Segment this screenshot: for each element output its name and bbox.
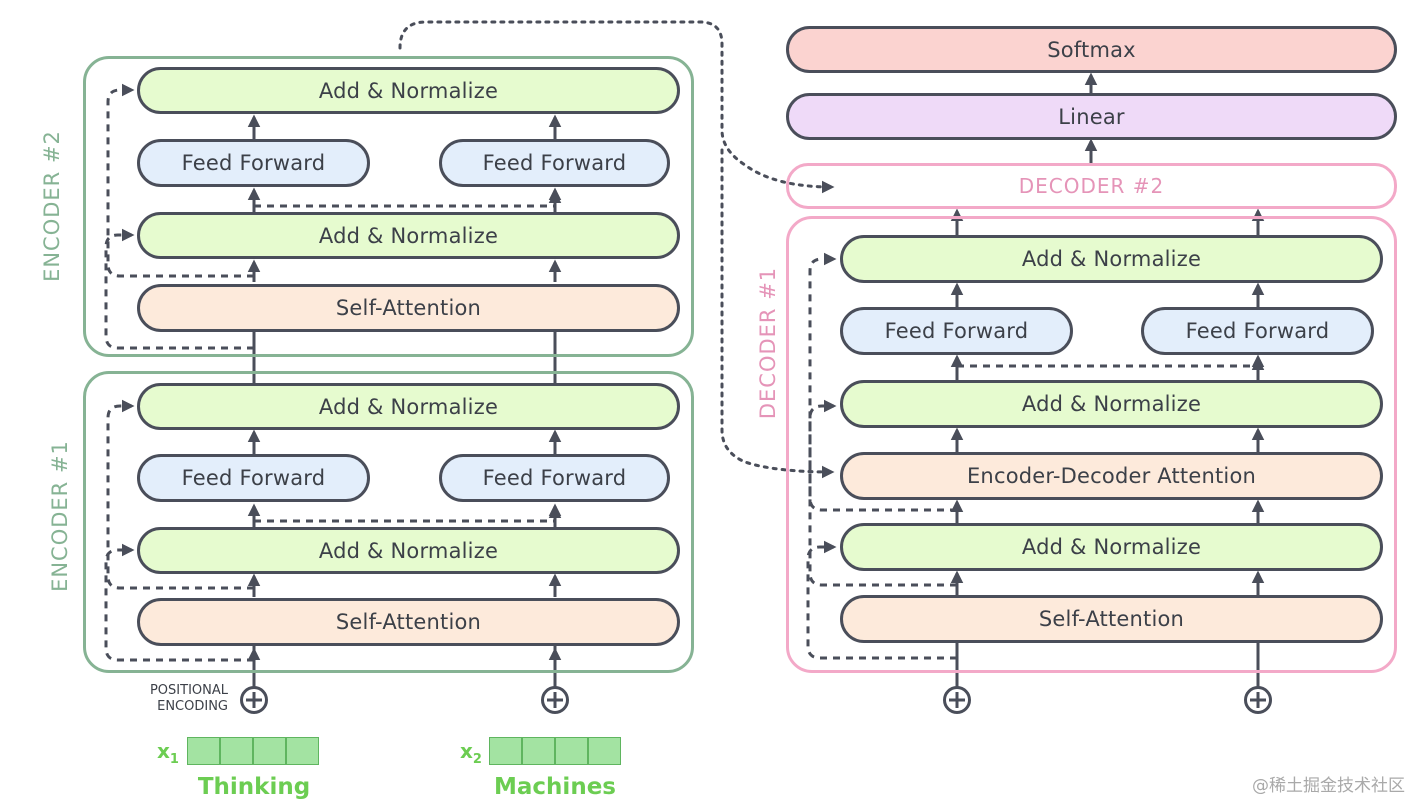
encoder-2-label: ENCODER #2 [40,130,64,282]
watermark: @稀土掘金技术社区 [1252,776,1405,796]
word-thinking: Thinking [197,774,311,800]
x2-label: x2 [460,739,482,767]
encoder-2-add-normalize-top: Add & Normalize [137,67,680,114]
decoder-1-add-normalize-bottom: Add & Normalize [840,523,1383,571]
decoder-1-add-normalize-mid: Add & Normalize [840,380,1383,428]
encoder-2-feed-forward-right: Feed Forward [439,139,670,187]
encoder-1-label: ENCODER #1 [48,440,72,592]
decoder-1-self-attention: Self-Attention [840,595,1383,643]
residual-dashed-arrows [104,83,1265,662]
encoder-1-add-normalize-top: Add & Normalize [137,383,680,430]
x2-embedding-vector [489,737,621,765]
positional-encoding-label: POSITIONAL ENCODING [149,683,228,714]
plus-signs [246,692,1266,708]
encoder-output-dotted-arrows [398,20,835,479]
encoder-1-feed-forward-left: Feed Forward [137,454,370,502]
encoder-2-frame [83,56,694,357]
decoder-1-frame [786,216,1397,673]
word-machines: Machines [494,774,616,800]
decoder-1-add-normalize-top: Add & Normalize [840,235,1383,283]
encoder-2-self-attention: Self-Attention [137,284,680,332]
x1-label: x1 [157,739,179,767]
encoder-1-feed-forward-right: Feed Forward [439,454,670,502]
encoder-2-add-normalize-bottom: Add & Normalize [137,212,680,259]
decoder-1-feed-forward-left: Feed Forward [840,307,1073,355]
encoder-1-frame [83,371,694,673]
encoder-1-add-normalize-bottom: Add & Normalize [137,527,680,574]
x1-embedding-vector [187,737,319,765]
linear-layer: Linear [786,93,1397,140]
positional-encoding-add-symbols [240,686,1272,714]
softmax-layer: Softmax [786,26,1397,73]
decoder-1-label: DECODER #1 [756,266,780,420]
encoder-2-feed-forward-left: Feed Forward [137,139,370,187]
decoder-2-box: DECODER #2 [786,163,1397,209]
encoder-1-self-attention: Self-Attention [137,598,680,646]
decoder-1-feed-forward-right: Feed Forward [1141,307,1374,355]
encoder-decoder-attention: Encoder-Decoder Attention [840,452,1383,500]
